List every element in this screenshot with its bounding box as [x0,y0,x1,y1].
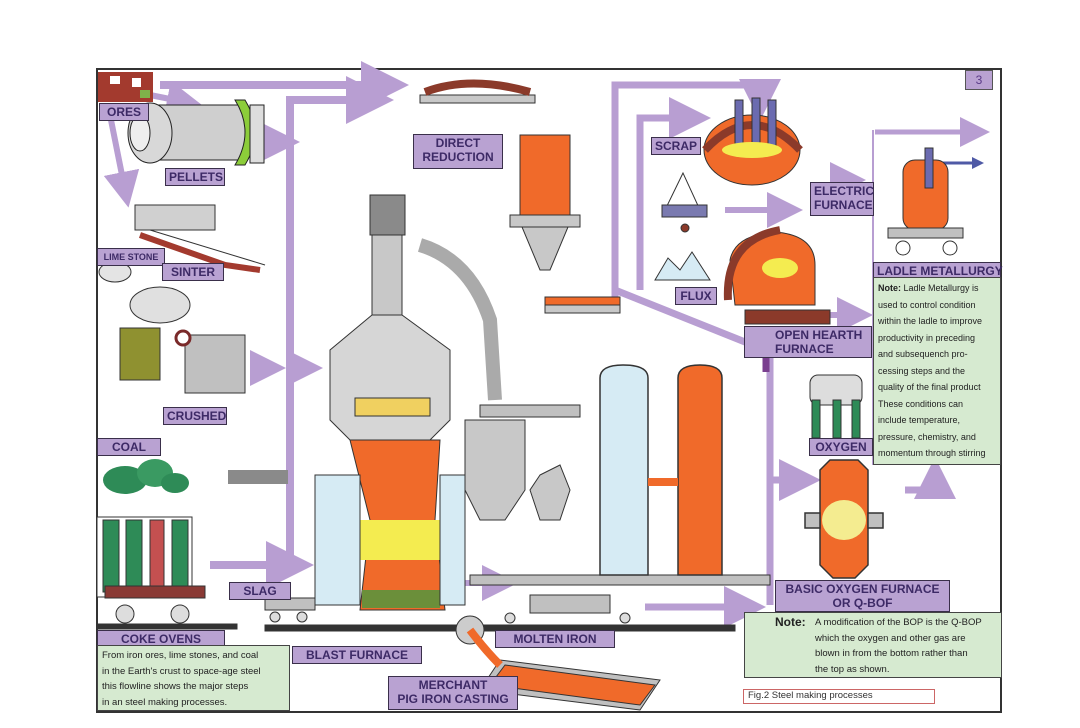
label-direct-line2: REDUCTION [422,150,494,164]
coke-ovens [96,516,238,630]
ladle-note-line: within the ladle to improve [878,316,983,326]
crusher [98,261,246,394]
figure-caption: Fig.2 Steel making processes [743,689,935,704]
gray-block [228,470,288,484]
ladle-note-line: used to control condition [878,299,976,310]
label-crushed: CRUSHED [163,407,227,425]
open-hearth-furnace [723,226,831,325]
label-ores: ORES [99,103,149,121]
label-electric-line2: FURNACE [814,198,873,212]
label-lime-stone: LIME STONE [97,248,165,266]
bof-note-line: which the oxygen and other gas are [815,632,966,644]
ladle-note-line: productivity in preceding [878,332,976,343]
label-open-hearth-line2: FURNACE [775,342,834,356]
scrap-crane [654,171,711,281]
ladle-note-line: include temperature, [878,415,961,425]
label-ladle-metallurgy: LADLE METALLURGY [873,262,1003,280]
bof-note-line: A modification of the BOP is the Q-BOP [815,617,982,628]
label-merchant-line1: MERCHANT [418,678,488,692]
label-slag: SLAG [229,582,291,600]
label-flux: FLUX [675,287,717,305]
label-coke-ovens: COKE OVENS [97,630,225,648]
label-electric-line1: ELECTRIC [814,184,874,198]
ladle-note-line: pressure, chemistry, and [878,431,976,442]
blast-furnace [264,194,736,632]
label-open-hearth-line1: OPEN HEARTH [775,328,863,342]
arrow-main-vertical [286,76,394,560]
label-blast-furnace: BLAST FURNACE [292,646,422,664]
pellet-drum [127,99,265,166]
ladle-note-line: and subsequench pro- [878,349,968,359]
flow-arrows [103,61,990,628]
torpedo-car [504,594,631,624]
arrow-dr-out [611,79,781,298]
arrow-bof-up [905,457,956,499]
label-electric-furnace: ELECTRIC FURNACE [810,182,874,216]
basic-oxygen-furnace [804,459,884,579]
ores-pile [98,72,153,102]
dust-catcher [464,404,771,586]
label-oxygen: OXYGEN [809,438,873,456]
label-merchant-pig-iron-casting: MERCHANT PIG IRON CASTING [388,676,518,710]
bof-note-line: blown in from the bottom rather than [815,648,968,659]
label-direct-reduction: DIRECT REDUCTION [413,134,503,169]
ladle-car [887,147,964,256]
label-sinter: SINTER [162,263,224,281]
label-coal: COAL [97,438,161,456]
bof-note: Note: A modification of the BOP is the Q… [744,612,1002,678]
diagram-frame [96,68,1002,713]
label-scrap: SCRAP [651,137,701,155]
ladle-note-line: These conditions can [878,398,964,409]
arrow-ores-pellets [149,80,203,117]
label-merchant-line2: PIG IRON CASTING [397,692,509,706]
ladle-note-line: quality of the final product [878,382,981,392]
arrow-diag [613,286,767,354]
ladle-note-line: Note: Ladle Metallurgy is [878,283,979,293]
hot-blast-stoves [599,364,723,576]
label-pellets: PELLETS [165,168,225,186]
ladle-note-lead: Note: [878,283,901,293]
sinter-machine [134,204,266,273]
ladle-note: Note: Ladle Metallurgy is used to contro… [873,277,1001,465]
oxygen-supply [809,374,863,439]
arrow-scrap-loop [636,97,711,290]
bof-note-line: the top as shown. [815,663,890,675]
coal-pile [103,459,189,494]
intro-note-line: in an steel making processes. [102,696,228,708]
intro-note-line: From iron ores, lime stones, and coal [102,650,259,661]
bof-note-lead: Note: [775,615,806,629]
ladle-note-line: momentum through stirring [878,448,986,458]
label-bof-line1: BASIC OXYGEN FURNACE [785,582,940,596]
electric-furnace [702,97,803,186]
label-direct-line1: DIRECT [435,136,481,150]
slag-car [264,597,316,623]
arrow-ores-sinter [103,114,140,208]
page-number: 3 [965,70,993,90]
intro-note-line: in the Earth's crust to space-age steel [102,665,261,677]
direct-reduction-unit [419,79,621,314]
label-basic-oxygen-furnace: BASIC OXYGEN FURNACE OR Q-BOF [775,580,950,612]
intro-note: From iron ores, lime stones, and coal in… [97,645,290,711]
label-open-hearth-furnace: OPEN HEARTH FURNACE [744,326,872,358]
label-bof-line2: OR Q-BOF [832,596,893,610]
label-molten-iron: MOLTEN IRON [495,630,615,648]
ladle-note-line: cessing steps and the [878,365,966,376]
pig-iron-casting-machine [455,615,661,711]
intro-note-line: this flowline shows the major steps [102,681,249,692]
